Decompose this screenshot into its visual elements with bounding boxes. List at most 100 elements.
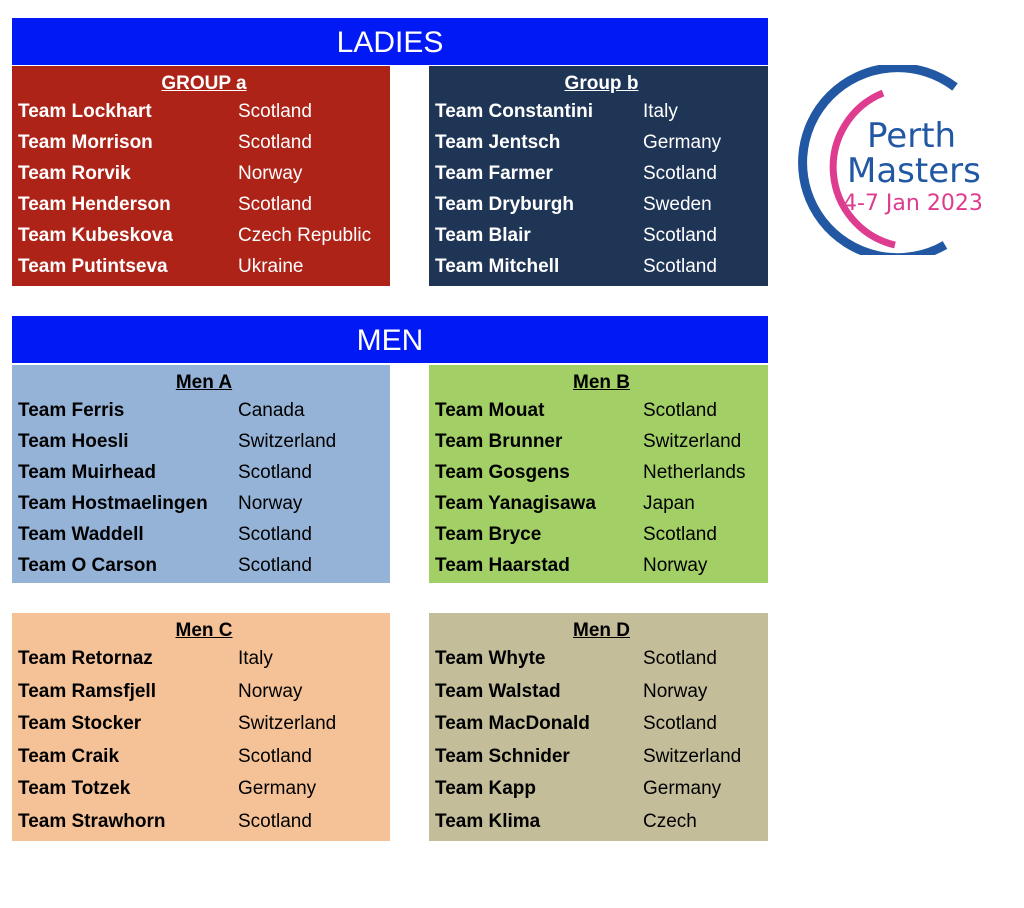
team-country: Switzerland [238, 713, 337, 735]
group-title: Group b [564, 73, 639, 94]
team-country: Netherlands [643, 462, 746, 483]
team-name: Team Retornaz [18, 648, 153, 669]
team-country: Norway [643, 680, 708, 702]
team-name: Team Craik [18, 745, 120, 767]
team-country: Czech [643, 810, 697, 832]
team-row: Team Yanagisawa Japan [435, 488, 768, 519]
team-row: Team Brunner Switzerland [435, 426, 768, 457]
team-name: Team Totzek [18, 778, 131, 800]
logo-masters: Masters [847, 151, 981, 191]
logo-dates: 4-7 Jan 2023 [843, 191, 983, 216]
team-name: Team Lockhart [18, 101, 152, 122]
team-country: Scotland [238, 745, 312, 767]
team-row: Team Craik Scotland [18, 741, 390, 774]
team-country: Japan [643, 493, 695, 514]
team-country: Scotland [643, 400, 717, 421]
team-row: Team Strawhorn Scotland [18, 806, 390, 839]
team-row: Team Ramsfjell Norway [18, 676, 390, 709]
team-country: Ukraine [238, 256, 304, 277]
group-title: Men C [175, 620, 233, 641]
team-country: Scotland [643, 648, 717, 669]
logo-perth: Perth [867, 116, 956, 156]
team-row: Team Klima Czech [435, 806, 768, 839]
team-name: Team Dryburgh [435, 194, 575, 215]
perth-masters-logo: Perth Masters 4-7 Jan 2023 [798, 65, 983, 255]
team-name: Team Hoesli [18, 431, 129, 452]
team-row: Team Lockhart Scotland [18, 96, 390, 127]
group-title: Men D [573, 620, 630, 641]
team-name: Team Klima [435, 810, 541, 832]
team-country: Scotland [238, 555, 312, 576]
team-row: Team Walstad Norway [435, 676, 768, 709]
team-country: Scotland [238, 524, 312, 545]
team-row: Team Bryce Scotland [435, 519, 768, 550]
team-row: Team Retornaz Italy [18, 643, 390, 676]
team-country: Norway [238, 680, 303, 702]
team-name: Team Putintseva [18, 256, 168, 277]
team-country: Germany [643, 132, 722, 153]
team-row: Team Morrison Scotland [18, 127, 390, 158]
team-name: Team Whyte [435, 648, 546, 669]
team-name: Team Walstad [435, 680, 561, 702]
team-row: Team Kubeskova Czech Republic [18, 220, 390, 251]
team-row: Team Totzek Germany [18, 773, 390, 806]
team-name: Team Strawhorn [18, 810, 166, 832]
team-row: Team Rorvik Norway [18, 158, 390, 189]
team-name: Team Farmer [435, 163, 553, 184]
team-row: Team Whyte Scotland [435, 643, 768, 676]
team-country: Switzerland [238, 431, 337, 452]
team-country: Norway [643, 555, 708, 576]
team-country: Scotland [643, 713, 717, 735]
group-title: GROUP a [161, 73, 247, 94]
team-country: Germany [238, 778, 317, 800]
team-name: Team Kubeskova [18, 225, 173, 246]
team-country: Italy [643, 101, 678, 122]
team-row: Team Mitchell Scotland [435, 251, 768, 282]
team-name: Team Rorvik [18, 163, 131, 184]
team-row: Team Hoesli Switzerland [18, 426, 390, 457]
team-name: Team Gosgens [435, 462, 570, 483]
team-country: Norway [238, 163, 303, 184]
team-name: Team Yanagisawa [435, 493, 596, 514]
team-country: Norway [238, 493, 303, 514]
team-name: Team Ramsfjell [18, 680, 156, 702]
team-row: Team Gosgens Netherlands [435, 457, 768, 488]
team-name: Team Brunner [435, 431, 563, 452]
team-name: Team Stocker [18, 713, 142, 735]
team-country: Scotland [238, 101, 312, 122]
team-country: Germany [643, 778, 722, 800]
team-country: Czech Republic [238, 225, 372, 246]
team-name: Team Hostmaelingen [18, 493, 208, 514]
team-country: Scotland [238, 810, 312, 832]
team-name: Team Haarstad [435, 555, 570, 576]
men-header: MEN [12, 316, 768, 363]
team-name: Team Mitchell [435, 256, 560, 277]
team-country: Scotland [238, 132, 312, 153]
team-country: Scotland [643, 524, 717, 545]
group-title: Men B [573, 372, 630, 393]
team-country: Scotland [643, 256, 717, 277]
team-name: Team Bryce [435, 524, 542, 545]
team-country: Italy [238, 648, 273, 669]
team-name: Team Blair [435, 225, 531, 246]
team-name: Team Kapp [435, 778, 537, 800]
team-country: Scotland [238, 194, 312, 215]
team-country: Switzerland [643, 431, 742, 452]
team-name: Team Morrison [18, 132, 153, 153]
ladies-header: LADIES [12, 18, 768, 65]
